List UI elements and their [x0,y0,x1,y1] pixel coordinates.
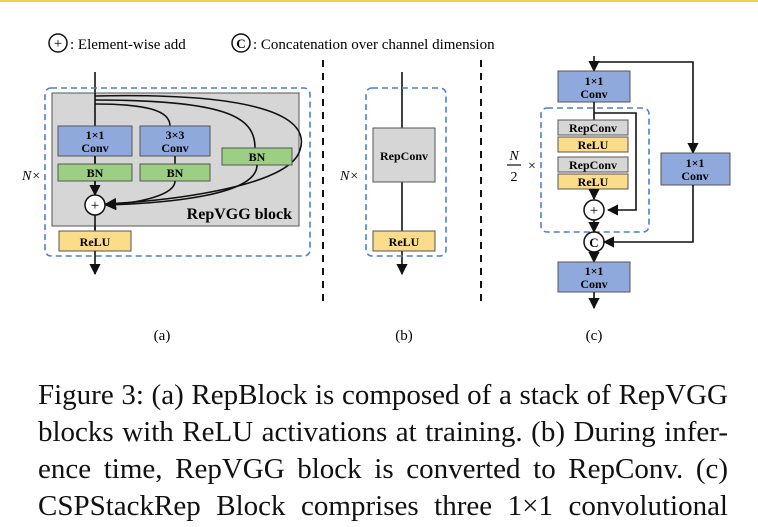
inner-skip-arrow-c [594,112,637,216]
relu-box-b [372,230,436,252]
side-to-concat-arrow [602,185,694,248]
branch-3x3-line [94,103,171,127]
repeat-denominator-c: 2 [511,170,518,185]
branch-bn-line [94,99,256,149]
relu-label-a: ReLU [80,235,111,249]
panel-a: 1×1 Conv 3×3 Conv BN BN BN + RepVGG bloc… [21,72,311,344]
conv-3x3-line1: 3×3 [166,128,185,142]
repconv-label-c1: RepConv [569,121,617,135]
repconv-box-b [372,127,436,183]
top-rule [0,0,758,2]
repeat-numerator-c: N [508,149,519,164]
repconv-box-c1 [557,119,629,136]
bottom-conv-line2: Conv [580,277,607,291]
repvgg-block-label: RepVGG block [187,206,292,223]
conv-3x3-line2: Conv [161,141,188,155]
conv-1x1-line1: 1×1 [86,128,105,142]
figure-caption: Figure 3: (a) RepBlock is composed of a … [38,377,728,525]
repconv-box-c2 [557,156,629,173]
architecture-figure: + : Element-wise add C : Concatenation o… [21,33,731,344]
caption-line-3: ence time, RepVGG block is converted to … [38,453,728,485]
add-symbol-c: + [590,203,598,219]
relu-box-c1 [557,136,629,153]
bottom-conv-box [557,261,631,293]
caption-line-4: CSPStackRep Block comprises three 1×1 co… [38,490,728,522]
repconv-label-c2: RepConv [569,158,617,172]
bottom-conv-line1: 1×1 [585,264,604,278]
identity-skip-arrow [94,94,303,210]
top-conv-line2: Conv [580,87,607,101]
conv-1x1-line2: Conv [81,141,108,155]
repeat-dashed-box [44,87,311,257]
bn-mid-label: BN [167,166,184,180]
caption-c: (c) [586,328,603,344]
caption-a: (a) [154,328,171,344]
top-conv-line1: 1×1 [585,74,604,88]
side-conv-line2: Conv [681,169,708,183]
panel-b: RepConv ReLU N× (b) [339,72,447,344]
add-legend-icon [48,33,68,53]
add-symbol-a: + [91,198,99,214]
bn-right-label: BN [249,150,266,164]
repeat-label-a: N× [21,169,41,184]
side-conv-box [660,152,731,186]
concat-legend-icon [231,33,251,53]
repeat-times-c: × [528,159,536,174]
add-legend-symbol: + [54,36,62,52]
relu-label-c1: ReLU [578,138,609,152]
repconv-label-b: RepConv [380,149,428,163]
concat-symbol-c: C [589,235,598,250]
legend: + : Element-wise add C : Concatenation o… [48,33,495,53]
panel-c: 1×1 Conv RepConv ReLU RepConv ReLU + C 1… [507,56,731,344]
csp-side-path [594,61,699,155]
bn-left-label: BN [87,166,104,180]
relu-label-b: ReLU [389,235,420,249]
add-legend-label: : Element-wise add [70,37,186,53]
side-conv-line1: 1×1 [686,156,705,170]
repeat-label-b: N× [339,169,359,184]
relu-label-c2: ReLU [578,175,609,189]
top-conv-box [557,70,631,103]
caption-b: (b) [395,328,413,344]
caption-line-1: Figure 3: (a) RepBlock is composed of a … [38,379,728,411]
repeat-dashed-box-b [365,87,447,257]
concat-legend-label: : Concatenation over channel dimension [253,37,495,53]
caption-line-2: blocks with ReLU activations at training… [38,416,728,448]
bn-right-to-add-arrow [104,164,258,211]
concat-legend-symbol: C [236,36,245,51]
